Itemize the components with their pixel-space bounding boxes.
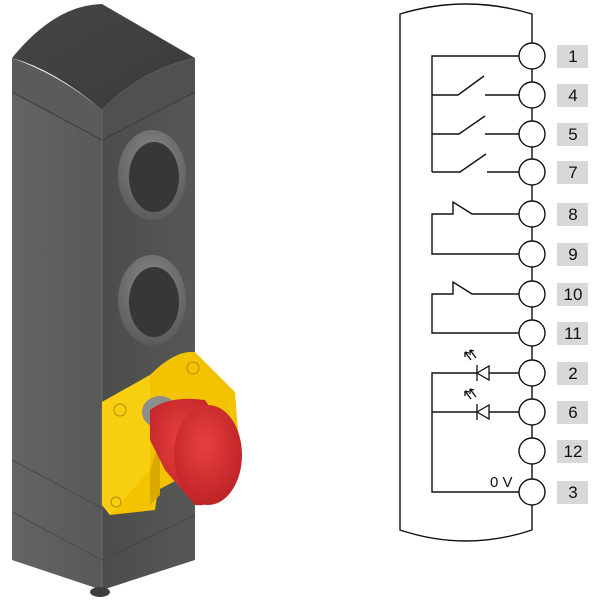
terminal-4: 4 bbox=[518, 81, 588, 109]
terminal-label: 8 bbox=[568, 205, 577, 224]
terminal-10: 10 bbox=[518, 280, 588, 308]
led-2-symbol bbox=[464, 349, 490, 382]
enclosure-outline bbox=[399, 3, 533, 542]
terminal-7: 7 bbox=[518, 158, 588, 186]
terminal-label-box bbox=[557, 243, 588, 266]
terminal-label: 6 bbox=[568, 403, 577, 422]
terminal-label-box bbox=[557, 161, 588, 184]
terminal-6: 6 bbox=[518, 398, 588, 426]
terminal-label-box bbox=[557, 45, 588, 68]
terminal-label: 12 bbox=[564, 442, 583, 461]
terminal-label-box bbox=[557, 362, 588, 385]
pushbutton-lower bbox=[118, 255, 186, 345]
terminal-label: 3 bbox=[568, 483, 577, 502]
terminal-circle bbox=[518, 200, 546, 228]
ground-label: 0 V bbox=[490, 474, 513, 491]
led-6-symbol bbox=[464, 388, 490, 421]
housing-top-cap bbox=[12, 4, 195, 110]
terminal-label-box bbox=[557, 283, 588, 306]
terminal-9: 9 bbox=[518, 240, 588, 268]
terminal-label-box bbox=[557, 401, 588, 424]
terminal-label: 9 bbox=[568, 245, 577, 264]
emergency-stop-button bbox=[142, 396, 242, 506]
terminal-circle bbox=[518, 478, 546, 506]
terminal-circle bbox=[518, 359, 546, 387]
terminal-list: 1 4 5 7 8 9 10 11 2 6 12 3 bbox=[518, 42, 588, 506]
terminal-circle bbox=[518, 280, 546, 308]
terminal-label: 7 bbox=[568, 163, 577, 182]
terminal-label-box bbox=[557, 203, 588, 226]
terminal-circle bbox=[518, 398, 546, 426]
terminal-circle bbox=[518, 240, 546, 268]
terminal-3: 3 bbox=[518, 478, 588, 506]
terminal-label: 2 bbox=[568, 364, 577, 383]
terminal-circle bbox=[518, 158, 546, 186]
terminal-label-box bbox=[557, 123, 588, 146]
housing-front-face bbox=[12, 58, 102, 590]
terminal-circle bbox=[518, 42, 546, 70]
terminal-1: 1 bbox=[518, 42, 588, 70]
terminal-label: 10 bbox=[564, 285, 583, 304]
terminal-12: 12 bbox=[518, 437, 588, 465]
terminal-circle bbox=[518, 319, 546, 347]
terminal-label: 4 bbox=[568, 86, 577, 105]
control-station-illustration bbox=[11, 4, 242, 597]
terminal-8: 8 bbox=[518, 200, 588, 228]
terminal-label: 1 bbox=[568, 47, 577, 66]
terminal-circle bbox=[518, 81, 546, 109]
terminal-label-box bbox=[557, 440, 588, 463]
terminal-label-box bbox=[557, 481, 588, 504]
terminal-label: 11 bbox=[564, 324, 582, 343]
pushbutton-upper bbox=[118, 130, 186, 220]
terminal-label-box bbox=[557, 84, 588, 107]
terminal-circle bbox=[518, 437, 546, 465]
terminal-11: 11 bbox=[518, 319, 588, 347]
terminal-2: 2 bbox=[518, 359, 588, 387]
wiring-schematic: 0 V 1 4 5 7 8 9 10 11 2 6 12 3 bbox=[399, 3, 588, 542]
terminal-circle bbox=[518, 120, 546, 148]
terminal-5: 5 bbox=[518, 120, 588, 148]
terminal-label: 5 bbox=[568, 125, 577, 144]
terminal-label-box bbox=[557, 322, 588, 345]
